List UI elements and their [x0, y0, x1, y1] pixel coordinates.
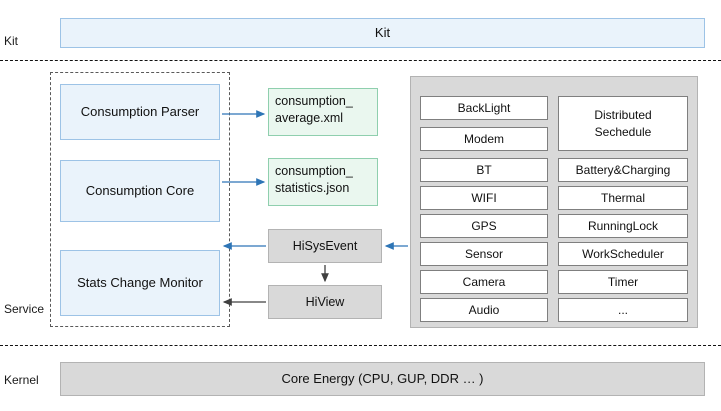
consumer-runninglock: RunningLock [558, 214, 688, 238]
consumer-backlight: BackLight [420, 96, 548, 120]
file-json-line1: consumption_ [275, 164, 353, 178]
file-consumption-average-xml: consumption_ average.xml [268, 88, 378, 136]
consumer-more: ... [558, 298, 688, 322]
file-xml-line1: consumption_ [275, 94, 353, 108]
layer-label-service: Service [4, 302, 45, 316]
consumer-distributed-schedule-line1: Distributed [594, 108, 652, 123]
divider-service-kernel [0, 345, 721, 346]
consumer-wifi: WIFI [420, 186, 548, 210]
consumer-bt: BT [420, 158, 548, 182]
file-xml-line2: average.xml [275, 110, 344, 125]
consumer-audio: Audio [420, 298, 548, 322]
consumer-timer: Timer [558, 270, 688, 294]
kit-box: Kit [60, 18, 705, 48]
module-stats-change-monitor-label: Stats Change Monitor [77, 275, 203, 291]
module-hiview: HiView [268, 285, 382, 319]
consumer-gps: GPS [420, 214, 548, 238]
module-hisysevent: HiSysEvent [268, 229, 382, 263]
file-consumption-statistics-json: consumption_ statistics.json [268, 158, 378, 206]
consumer-thermal: Thermal [558, 186, 688, 210]
module-consumption-parser: Consumption Parser [60, 84, 220, 140]
layer-label-kernel: Kernel [4, 373, 39, 387]
consumption-module-group [50, 72, 230, 327]
consumer-sensor: Sensor [420, 242, 548, 266]
consumer-distributed-schedule: Distributed Sechedule [558, 96, 688, 151]
module-stats-change-monitor: Stats Change Monitor [60, 250, 220, 316]
consumer-modem: Modem [420, 127, 548, 151]
consumer-battery-charging: Battery&Charging [558, 158, 688, 182]
module-consumption-core: Consumption Core [60, 160, 220, 222]
consumer-camera: Camera [420, 270, 548, 294]
divider-kit-service [0, 60, 721, 61]
kernel-box: Core Energy (CPU, GUP, DDR … ) [60, 362, 705, 396]
layer-label-kit: Kit [4, 34, 19, 48]
consumer-distributed-schedule-line2: Sechedule [594, 124, 652, 139]
consumer-workscheduler: WorkScheduler [558, 242, 688, 266]
file-json-line2: statistics.json [275, 180, 350, 195]
